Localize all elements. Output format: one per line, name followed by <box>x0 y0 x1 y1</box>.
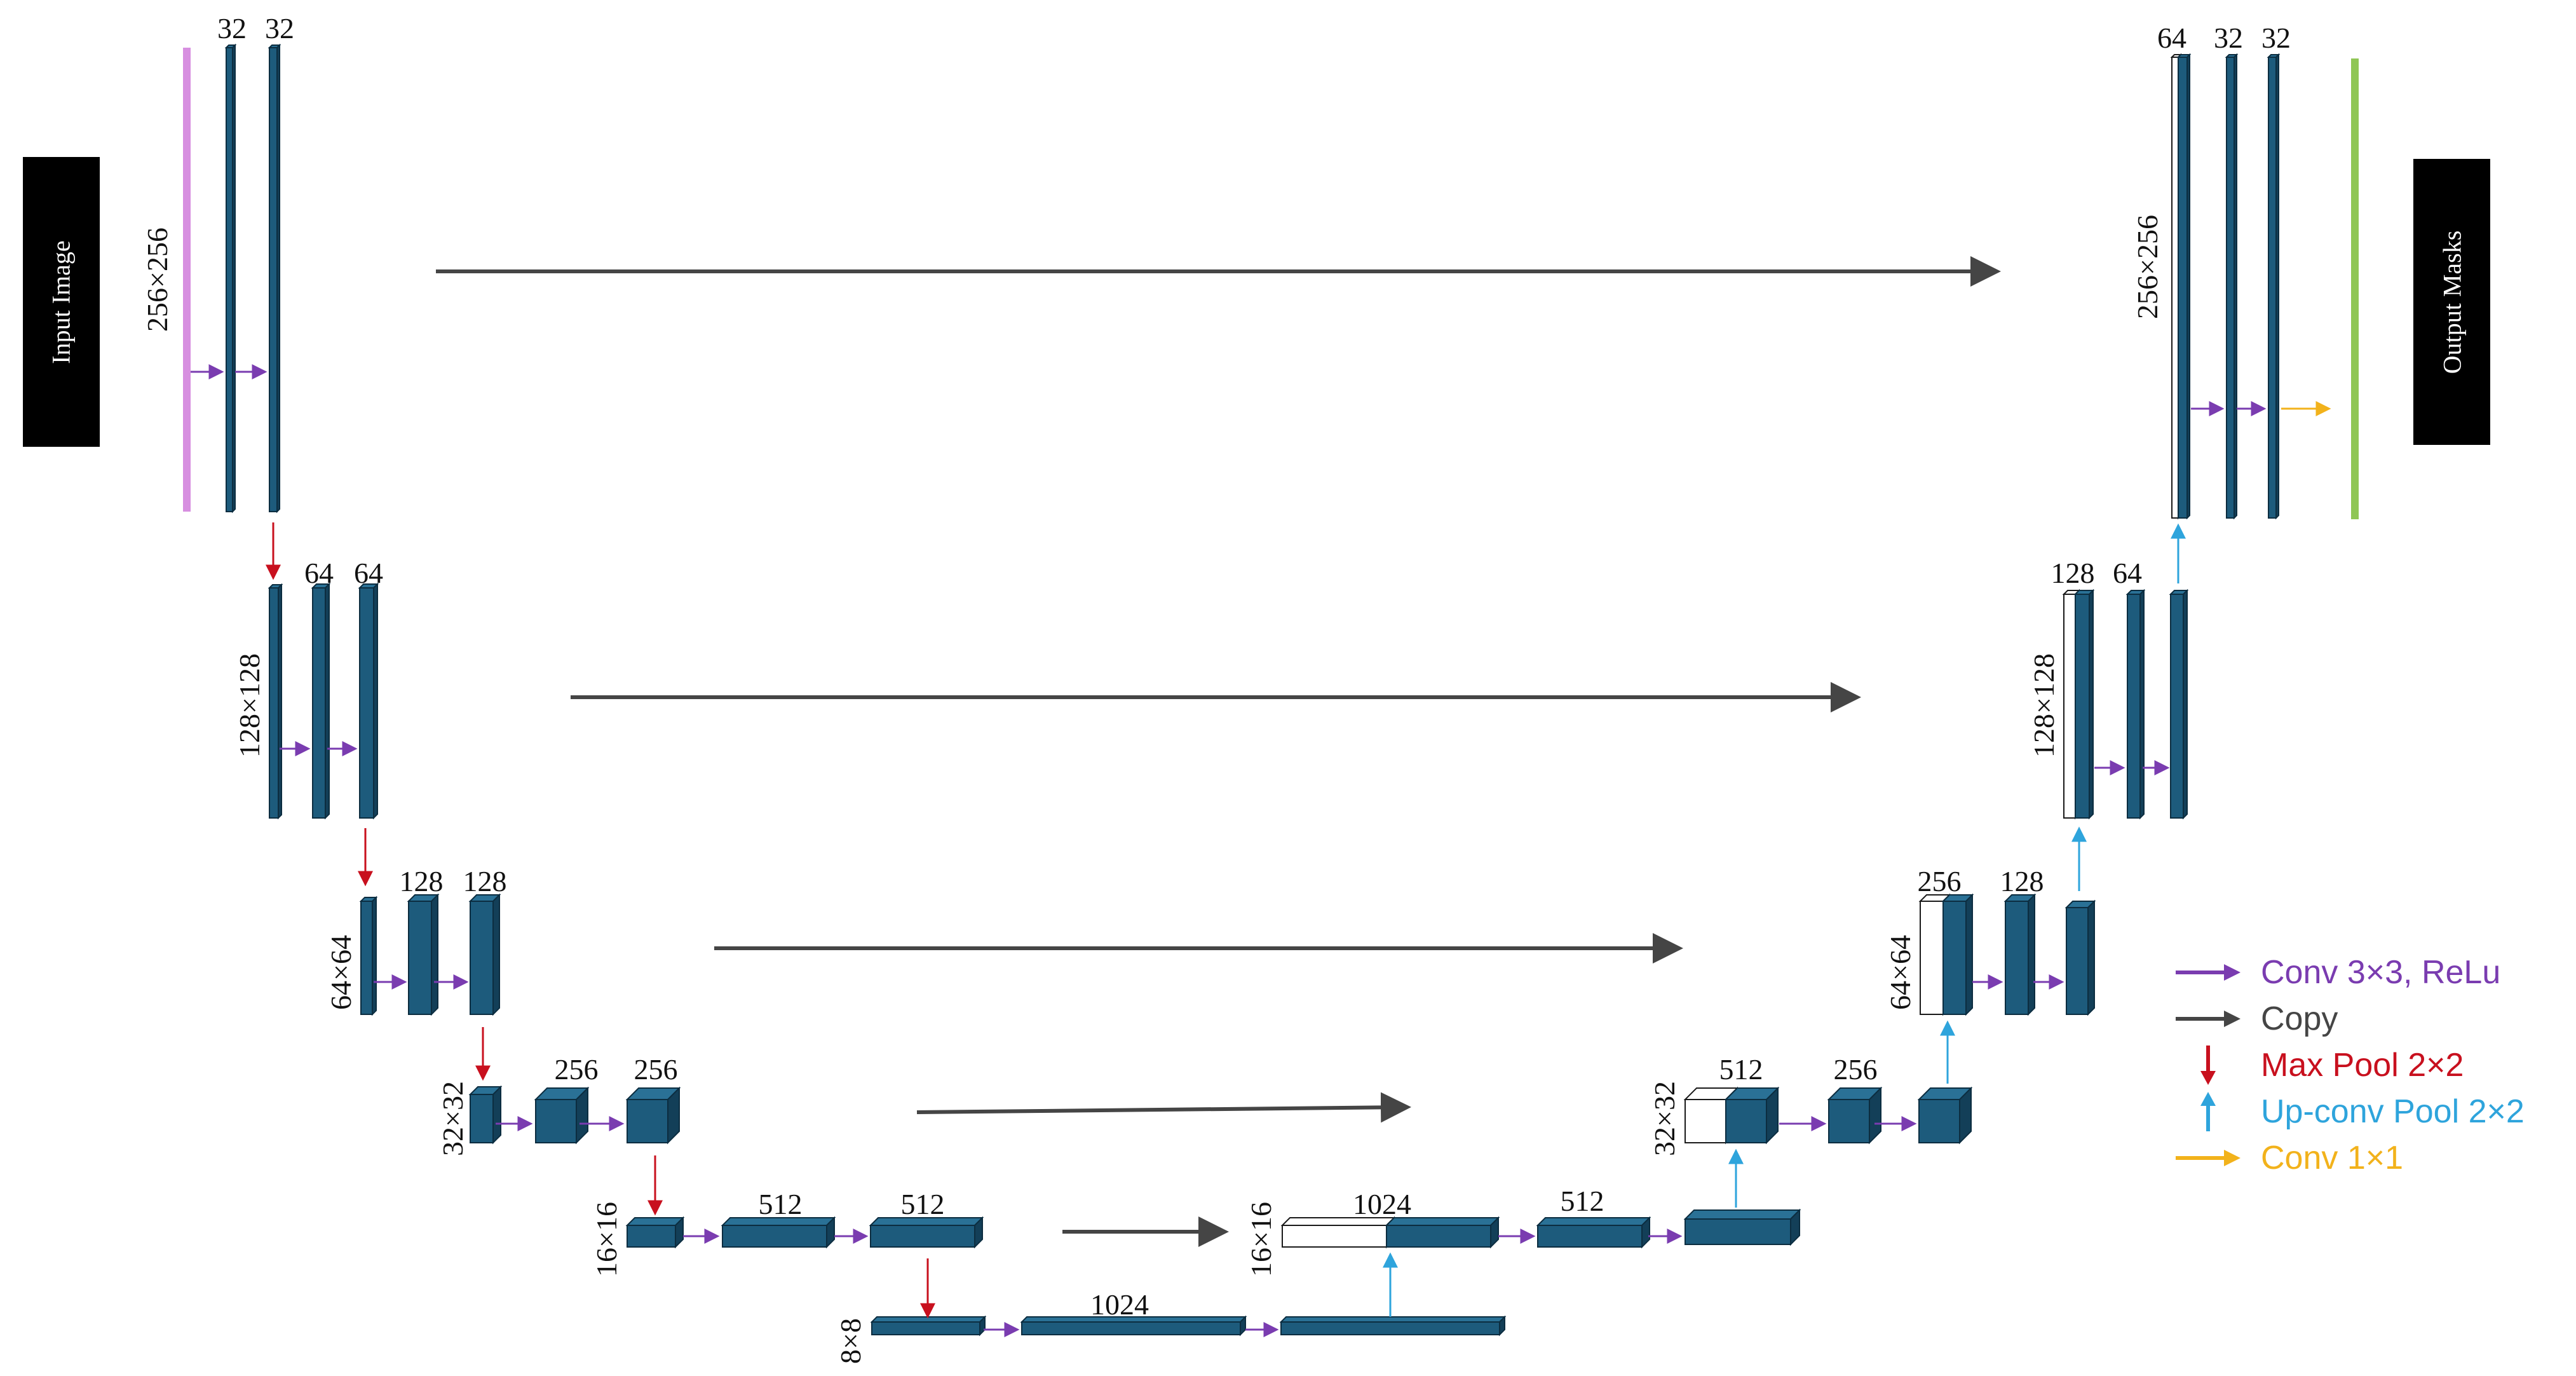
channel-label: 128 <box>400 865 444 897</box>
channel-label: 128 <box>2051 557 2095 589</box>
legend-label-conv: Conv 3×3, ReLu <box>2261 954 2501 991</box>
dec-64-block-2 <box>2003 893 2037 1016</box>
enc-16-block-1 <box>625 1216 685 1249</box>
legend-label-conv1x1: Conv 1×1 <box>2261 1140 2404 1176</box>
enc-32-block-3 <box>625 1086 681 1145</box>
dim-label: 8×8 <box>834 1318 867 1364</box>
bottleneck-block-3 <box>1279 1315 1507 1337</box>
output-masks-box: Output Masks <box>2413 159 2490 445</box>
blue-up-arrow-icon <box>2173 1089 2243 1134</box>
dim-label: 128×128 <box>2028 653 2060 758</box>
channel-label: 32 <box>2261 22 2291 54</box>
dim-label: 32×32 <box>1648 1081 1681 1156</box>
channel-label: 512 <box>759 1188 803 1220</box>
enc-64-block-2 <box>407 893 440 1016</box>
dim-label: 64×64 <box>1884 935 1916 1010</box>
input-image-box: Input Image <box>23 157 100 447</box>
dim-label: 16×16 <box>590 1202 623 1277</box>
channel-label: 256 <box>555 1053 599 1086</box>
enc-16-block-3 <box>869 1216 984 1249</box>
dec-128-block-1 <box>2073 589 2095 820</box>
output-masks-label: Output Masks <box>2437 230 2467 374</box>
dec-256-block-2 <box>2225 53 2239 520</box>
channel-label: 512 <box>1719 1053 1763 1086</box>
channel-label: 128 <box>463 865 507 897</box>
purple-right-arrow-icon <box>2173 950 2243 995</box>
channel-label: 64 <box>354 557 383 589</box>
enc-256-block-1 <box>224 43 237 514</box>
legend-item-conv: Conv 3×3, ReLu <box>2173 950 2500 995</box>
legend-item-upconv: Up-conv Pool 2×2 <box>2173 1089 2525 1134</box>
channel-label: 32 <box>217 12 247 44</box>
enc-128-block-2 <box>311 582 331 820</box>
legend-item-maxpool: Max Pool 2×2 <box>2173 1043 2464 1087</box>
dec-128-block-3 <box>2169 589 2189 820</box>
channel-label: 32 <box>265 12 294 44</box>
channel-label: 64 <box>304 557 334 589</box>
input-bar <box>183 48 191 512</box>
enc-64-block-3 <box>468 893 501 1016</box>
channel-label: 1024 <box>1090 1288 1149 1321</box>
dec-32-block-1 <box>1724 1086 1780 1145</box>
channel-label: 256 <box>1918 865 1962 897</box>
dec-16-block-3 <box>1683 1208 1801 1246</box>
input-image-label: Input Image <box>47 240 76 364</box>
dec-256-block-3 <box>2267 53 2281 520</box>
dec-128-block-2 <box>2125 589 2146 820</box>
channel-label: 512 <box>1561 1185 1604 1217</box>
dim-label: 256×256 <box>2131 215 2164 319</box>
dec-16-concat-block <box>1280 1216 1396 1249</box>
dec-64-block-3 <box>2064 899 2096 1016</box>
gray-right-arrow-icon <box>2173 997 2243 1041</box>
dim-label: 256×256 <box>141 228 173 332</box>
dec-32-block-3 <box>1917 1086 1973 1145</box>
enc-128-block-1 <box>268 583 283 820</box>
channel-label: 128 <box>2000 865 2044 897</box>
channel-label: 256 <box>634 1053 678 1086</box>
dim-label: 32×32 <box>437 1081 469 1156</box>
enc-32-block-2 <box>534 1086 590 1145</box>
channel-label: 64 <box>2113 557 2142 589</box>
enc-64-block-1 <box>359 896 378 1016</box>
dim-label: 16×16 <box>1245 1202 1277 1277</box>
red-down-arrow-icon <box>2173 1043 2243 1087</box>
channel-label: 32 <box>2214 22 2243 54</box>
legend-label-copy: Copy <box>2261 1000 2338 1037</box>
channel-label: 512 <box>901 1188 945 1220</box>
legend-label-maxpool: Max Pool 2×2 <box>2261 1047 2464 1084</box>
yellow-right-arrow-icon <box>2173 1136 2243 1180</box>
legend-label-upconv: Up-conv Pool 2×2 <box>2261 1093 2525 1130</box>
channel-label: 256 <box>1834 1053 1878 1086</box>
output-bar <box>2351 58 2359 519</box>
dec-64-block-1 <box>1941 893 1974 1016</box>
legend-item-copy: Copy <box>2173 997 2338 1041</box>
bottleneck-block-1 <box>870 1315 987 1337</box>
dec-256-block-1 <box>2176 53 2192 520</box>
dec-32-block-2 <box>1827 1086 1883 1145</box>
channel-label: 1024 <box>1353 1188 1411 1220</box>
dim-label: 64×64 <box>325 935 357 1010</box>
copy-arrow <box>916 1092 1411 1123</box>
enc-16-block-2 <box>721 1216 836 1249</box>
legend-item-conv1x1: Conv 1×1 <box>2173 1136 2403 1180</box>
enc-32-block-1 <box>468 1085 503 1145</box>
channel-label: 64 <box>2157 22 2186 54</box>
dec-16-block-2 <box>1536 1216 1651 1249</box>
enc-128-block-3 <box>358 582 379 820</box>
dim-label: 128×128 <box>233 653 266 758</box>
dec-16-block-1 <box>1385 1216 1500 1249</box>
enc-256-block-2 <box>268 43 281 514</box>
